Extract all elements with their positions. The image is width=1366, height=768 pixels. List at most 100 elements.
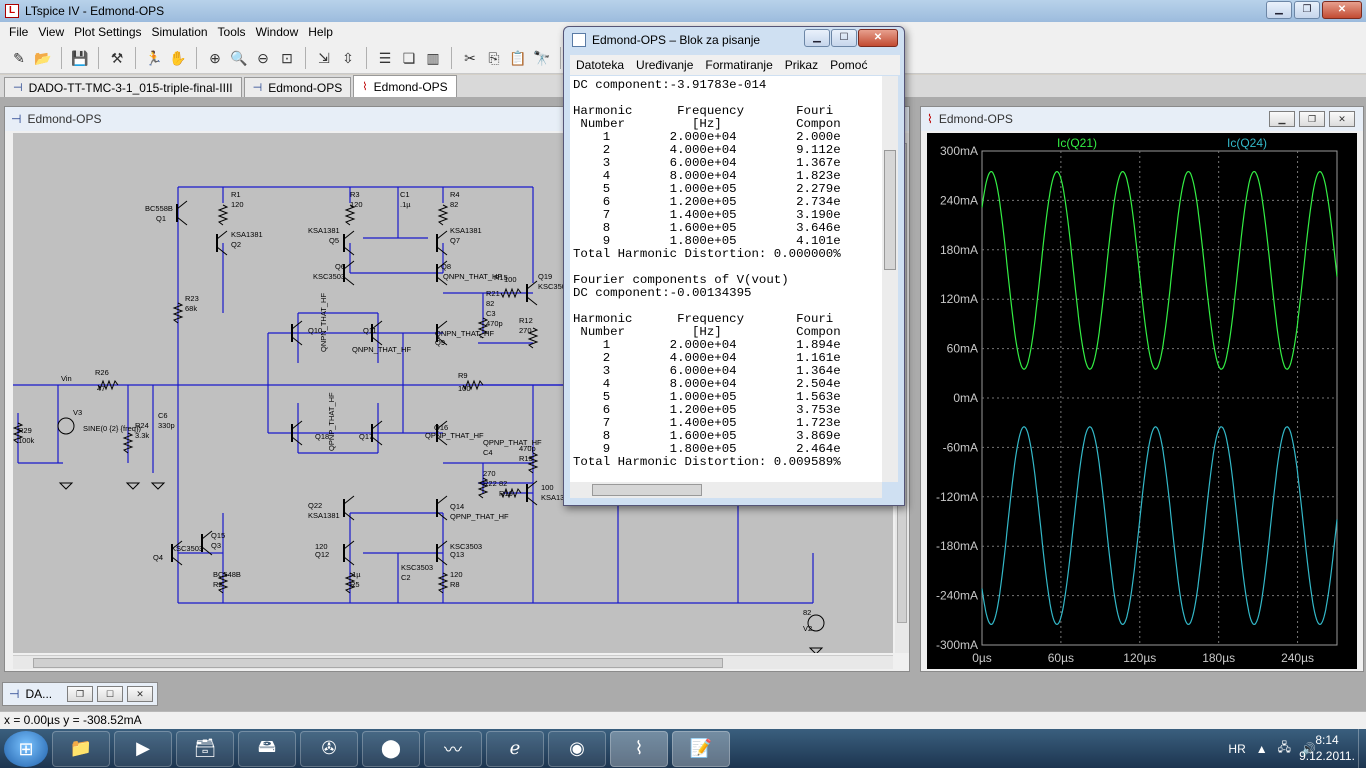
tab-dado-schematic[interactable]: ⊣ DADO-TT-TMC-3-1_015-triple-final-IIII <box>4 77 242 97</box>
restore-button[interactable]: ❐ <box>1294 1 1320 19</box>
plot-restore-button[interactable]: ❐ <box>1299 111 1325 127</box>
menu-window[interactable]: Window <box>255 25 299 39</box>
y-tick-label: -240mA <box>936 589 978 603</box>
notepad-menu-help[interactable]: Pomoć <box>830 58 868 72</box>
tab-label: Edmond-OPS <box>373 79 448 94</box>
language-indicator[interactable]: HR <box>1228 741 1246 756</box>
autorange-y-icon[interactable]: ⇳ <box>342 49 354 66</box>
tab-edmond-plot[interactable]: ⌇ Edmond-OPS <box>353 75 457 97</box>
show-desktop-button[interactable] <box>1358 729 1366 768</box>
transistor-collector <box>201 530 213 540</box>
minwin-close-button[interactable]: ✕ <box>127 686 153 702</box>
resistor-symbol <box>217 204 229 226</box>
minwin-restore-button[interactable]: ❐ <box>67 686 93 702</box>
schematic-label: R21 <box>486 289 500 298</box>
resistor-symbol <box>527 452 539 474</box>
zoom-out-icon[interactable]: ⊖ <box>257 49 269 66</box>
schematic-label: KSA1381 <box>308 511 340 520</box>
notepad-taskbar-icon[interactable]: 📝 <box>672 730 730 767</box>
paste-icon[interactable]: 📋 <box>509 49 527 66</box>
scroll-thumb[interactable] <box>33 658 723 668</box>
pan-icon[interactable]: 🔍 <box>230 49 248 66</box>
ie-taskbar-icon[interactable]: ℯ <box>486 730 544 767</box>
menu-plot-settings[interactable]: Plot Settings <box>74 25 142 39</box>
trace-label[interactable]: Ic(Q21) <box>1057 136 1097 150</box>
clock[interactable]: 8:14 9.12.2011. <box>1298 732 1356 764</box>
notepad-menu: Datoteka Uređivanje Formatiranje Prikaz … <box>570 55 900 75</box>
notepad-hscroll[interactable] <box>570 482 882 498</box>
minimized-window[interactable]: ⊣ DA... ❐ ☐ ✕ <box>2 682 158 706</box>
scroll-thumb[interactable] <box>592 484 702 496</box>
tile-vertical-icon[interactable]: ▥ <box>426 49 440 66</box>
x-tick-label: 120µs <box>1123 651 1156 665</box>
fan-taskbar-icon[interactable]: ✇ <box>300 730 358 767</box>
explorer-taskbar-icon[interactable]: 📁 <box>52 730 110 767</box>
transistor-collector <box>526 280 538 290</box>
zoom-in-icon[interactable]: ⊕ <box>209 49 221 66</box>
notepad-menu-view[interactable]: Prikaz <box>784 58 819 72</box>
scope-taskbar-icon[interactable]: 〰 <box>424 730 482 767</box>
control-panel-icon[interactable]: ⚒ <box>110 49 124 66</box>
schematic-label: KSA1381 <box>450 226 482 235</box>
menu-file[interactable]: File <box>9 25 29 39</box>
volume-icon[interactable]: 🔊 <box>1301 741 1316 756</box>
autorange-icon[interactable]: ⇲ <box>318 49 330 66</box>
title-bar: L LTspice IV - Edmond-OPS ▁ ❐ ✕ <box>0 0 1366 22</box>
minwin-maximize-button[interactable]: ☐ <box>97 686 123 702</box>
minimize-button[interactable]: ▁ <box>1266 1 1292 19</box>
cut-icon[interactable]: ✂ <box>464 49 476 66</box>
cascade-icon[interactable]: ❏ <box>402 49 416 66</box>
copy-icon[interactable]: ⎘ <box>488 49 500 66</box>
notepad-text-area[interactable]: DC component:-3.91783e-014 Harmonic Freq… <box>570 76 882 496</box>
notepad-menu-file[interactable]: Datoteka <box>576 58 625 72</box>
y-tick-label: 120mA <box>940 292 978 306</box>
menu-simulation[interactable]: Simulation <box>151 25 208 39</box>
start-button[interactable]: ⊞ <box>4 730 48 767</box>
notepad-maximize-button[interactable]: ☐ <box>831 29 857 47</box>
open-icon[interactable]: 📂 <box>34 49 52 66</box>
menu-help[interactable]: Help <box>308 25 333 39</box>
notepad-vscroll[interactable] <box>882 76 898 482</box>
notepad-menu-edit[interactable]: Uređivanje <box>636 58 694 72</box>
plot-minimize-button[interactable]: ▁ <box>1269 111 1295 127</box>
schematic-label: R5 <box>350 580 360 589</box>
media-player-taskbar-icon[interactable]: ▶ <box>114 730 172 767</box>
notepad-close-button[interactable]: ✕ <box>858 29 898 47</box>
menu-view[interactable]: View <box>38 25 65 39</box>
close-button[interactable]: ✕ <box>1322 1 1362 19</box>
trace-label[interactable]: Ic(Q24) <box>1227 136 1267 150</box>
ltspice-taskbar-icon[interactable]: ⌇ <box>610 730 668 767</box>
schematic-label: KSC3503 <box>538 282 570 291</box>
notepad-menu-format[interactable]: Formatiranje <box>705 58 773 72</box>
notepad-line: 3 6.000e+04 1.367e <box>573 156 841 170</box>
notepad-line: 2 4.000e+04 1.161e <box>573 351 841 365</box>
new-schematic-icon[interactable]: ✎ <box>13 49 25 66</box>
notepad-title: Edmond-OPS – Blok za pisanje <box>592 33 761 47</box>
menu-tools[interactable]: Tools <box>217 25 246 39</box>
halt-icon[interactable]: ✋ <box>169 49 187 66</box>
zoom-fit-icon[interactable]: ⊡ <box>281 49 293 66</box>
find-icon[interactable]: 🔭 <box>533 49 551 66</box>
plot-close-button[interactable]: ✕ <box>1329 111 1355 127</box>
drive-taskbar-icon[interactable]: 🖴 <box>238 730 296 767</box>
schematic-hscroll[interactable] <box>13 655 893 669</box>
waveform-chart[interactable]: 300mA240mA180mA120mA60mA0mA-60mA-120mA-1… <box>927 133 1357 669</box>
tile-horizontal-icon[interactable]: ☰ <box>378 49 392 66</box>
schematic-label: Q16 <box>434 423 448 432</box>
transistor-collector <box>343 230 355 240</box>
archive-taskbar-icon[interactable]: 🗃 <box>176 730 234 767</box>
save-icon[interactable]: 💾 <box>71 49 89 66</box>
transistor-emitter <box>291 336 303 346</box>
antivirus-taskbar-icon[interactable]: ⬤ <box>362 730 420 767</box>
media-center-taskbar-icon[interactable]: ◉ <box>548 730 606 767</box>
scroll-thumb[interactable] <box>884 150 896 270</box>
schematic-label: .1µ <box>400 200 411 209</box>
schematic-drawing[interactable]: BC558BQ1R1120KSA1381Q2R2368kR3120C1.1µR4… <box>13 133 893 653</box>
network-icon[interactable]: 🖧 <box>1277 740 1292 754</box>
notepad-minimize-button[interactable]: ▁ <box>804 29 830 47</box>
tray-expand-icon[interactable]: ▲ <box>1255 741 1268 756</box>
schematic-label: 470p <box>519 444 536 453</box>
run-icon[interactable]: 🏃 <box>145 49 163 66</box>
tab-edmond-schematic[interactable]: ⊣ Edmond-OPS <box>243 77 352 97</box>
